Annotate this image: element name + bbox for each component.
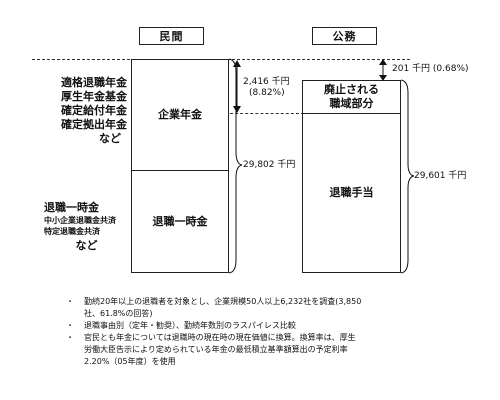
abolished-amount: 201 千円 (0.68%) [392, 64, 469, 74]
lump-small-type: 特定退職金共済 [44, 227, 100, 236]
private-column-header: 民間 [139, 27, 204, 45]
abolished-arrow-head-down [379, 75, 387, 81]
note-line: 2.20%（05年度）を使用 [84, 357, 176, 366]
gap-percent: (8.82%) [249, 88, 285, 98]
note-line: 官民とも年金については退職時の現在時の現在価値に換算。換算率は、厚生 [84, 333, 356, 342]
lump-sum-box: 退職一時金 [131, 170, 229, 273]
abolished-arrow-head-up [379, 59, 387, 65]
abolished-line: 廃止される [324, 83, 379, 96]
pension-etc: など [99, 132, 121, 145]
notes: ・ 勤続20年以上の退職者を対象とし、企業規模50人以上6,232社を調査(3,… [66, 296, 476, 368]
public-column-header: 公務 [312, 27, 377, 45]
pension-type: 適格退職年金 [61, 76, 127, 89]
lump-etc: など [75, 239, 98, 252]
retirement-allowance-box: 退職手当 [302, 113, 401, 273]
abolished-portion-box: 廃止される 職域部分 [302, 80, 401, 114]
gap-amount-value: 2,416 千円 [243, 77, 290, 87]
private-total-brace [228, 58, 243, 274]
pension-types-label: 適格退職年金 厚生年金基金 確定給付年金 確定拠出年金 など [45, 76, 127, 146]
abolished-line: 職域部分 [329, 97, 374, 110]
lump-small-type: 中小企業退職金共済 [44, 216, 116, 225]
pension-type: 厚生年金基金 [61, 90, 127, 103]
lump-type: 退職一時金 [44, 201, 99, 214]
pension-type: 確定給付年金 [61, 104, 127, 117]
gap-amount: 2,416 千円 (8.82%) [243, 77, 290, 99]
lump-types-label: 退職一時金 中小企業退職金共済 特定退職金共済 など [44, 201, 129, 253]
note-bullet: ・ [66, 321, 74, 330]
private-total: 29,802 千円 [243, 160, 296, 170]
note-line: 退職事由別（定年・勧奨）、勤続年数別のラスパイレス比較 [84, 321, 296, 330]
pension-type: 確定拠出年金 [61, 118, 127, 131]
gap-arrow-head-down [233, 106, 241, 113]
public-total-brace [400, 79, 415, 274]
note-line: 勤続20年以上の退職者を対象とし、企業規模50人以上6,232社を調査(3,85… [84, 297, 362, 306]
note-bullet: ・ [66, 297, 74, 306]
note-line: 社、61.8%の回答) [84, 309, 153, 318]
note-bullet: ・ [66, 333, 74, 342]
public-total: 29,601 千円 [414, 171, 467, 181]
note-line: 労働大臣告示により定められている年金の最低積立基準額算出の予定利率 [84, 345, 348, 354]
